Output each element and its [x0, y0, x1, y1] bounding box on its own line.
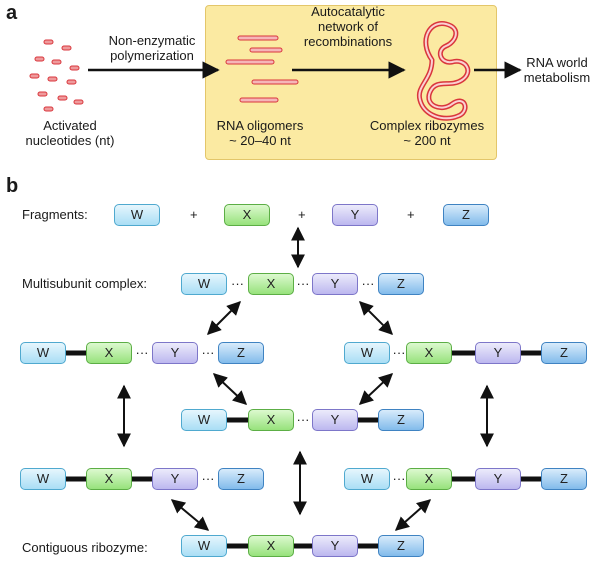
contiguous-w: W [181, 535, 227, 557]
right-b-w: W [344, 468, 390, 490]
contiguous-y: Y [312, 535, 358, 557]
center-w: W [181, 409, 227, 431]
arrow-left-center [212, 373, 248, 405]
noncovalent-link: ··· [201, 471, 215, 486]
noncovalent-link: ··· [135, 345, 149, 360]
center-z: Z [378, 409, 424, 431]
left-a-w: W [20, 342, 66, 364]
panel-a-label: a [6, 2, 18, 24]
complex-w: W [181, 273, 227, 295]
fragment-y: Y [332, 204, 378, 226]
metabolism-label: RNA world metabolism [523, 55, 591, 85]
contiguous-label: Contiguous ribozyme: [22, 540, 148, 555]
plus-sign: + [298, 207, 306, 222]
arrow-left-contiguous [170, 499, 210, 531]
multisubunit-label: Multisubunit complex: [22, 276, 147, 291]
left-a-x: X [86, 342, 132, 364]
noncovalent-link: ··· [392, 345, 406, 360]
noncovalent-link: ··· [296, 412, 310, 427]
plus-sign: + [407, 207, 415, 222]
oligomers-icon [225, 35, 299, 103]
left-a-y: Y [152, 342, 198, 364]
fragment-w: W [114, 204, 160, 226]
center-y: Y [312, 409, 358, 431]
center-x: X [248, 409, 294, 431]
noncovalent-link: ··· [231, 276, 244, 291]
left-a-z: Z [218, 342, 264, 364]
arrow-right-contiguous [394, 499, 432, 531]
noncovalent-link: ··· [361, 276, 375, 291]
oligomers-label: RNA oligomers ~ 20–40 nt [216, 118, 304, 148]
ribozymes-label: Complex ribozymes ~ 200 nt [369, 118, 485, 148]
complex-y: Y [312, 273, 358, 295]
polymerization-label: Non-enzymatic polymerization [108, 33, 196, 63]
nucleotides-label: Activated nucleotides (nt) [25, 118, 115, 148]
left-b-x: X [86, 468, 132, 490]
contiguous-x: X [248, 535, 294, 557]
right-a-y: Y [475, 342, 521, 364]
contiguous-z: Z [378, 535, 424, 557]
noncovalent-link: ··· [201, 345, 215, 360]
fragment-z: Z [443, 204, 489, 226]
left-b-w: W [20, 468, 66, 490]
arrow-right-center [358, 373, 394, 405]
right-b-x: X [406, 468, 452, 490]
nucleotides-icon [29, 39, 84, 112]
right-b-z: Z [541, 468, 587, 490]
bond-lines [64, 350, 542, 549]
fragments-label: Fragments: [22, 207, 88, 222]
noncovalent-link: ··· [392, 471, 406, 486]
recombination-label: Autocatalytic network of recombinations [303, 4, 393, 49]
left-b-z: Z [218, 468, 264, 490]
right-a-x: X [406, 342, 452, 364]
right-b-y: Y [475, 468, 521, 490]
plus-sign: + [190, 207, 198, 222]
complex-z: Z [378, 273, 424, 295]
arrow-complex-right [359, 301, 393, 335]
complex-x: X [248, 273, 294, 295]
fragment-x: X [224, 204, 270, 226]
right-a-z: Z [541, 342, 587, 364]
panel-b-label: b [6, 175, 19, 197]
right-a-w: W [344, 342, 390, 364]
left-b-y: Y [152, 468, 198, 490]
arrow-complex-left [207, 301, 241, 335]
noncovalent-link: ··· [296, 276, 310, 291]
